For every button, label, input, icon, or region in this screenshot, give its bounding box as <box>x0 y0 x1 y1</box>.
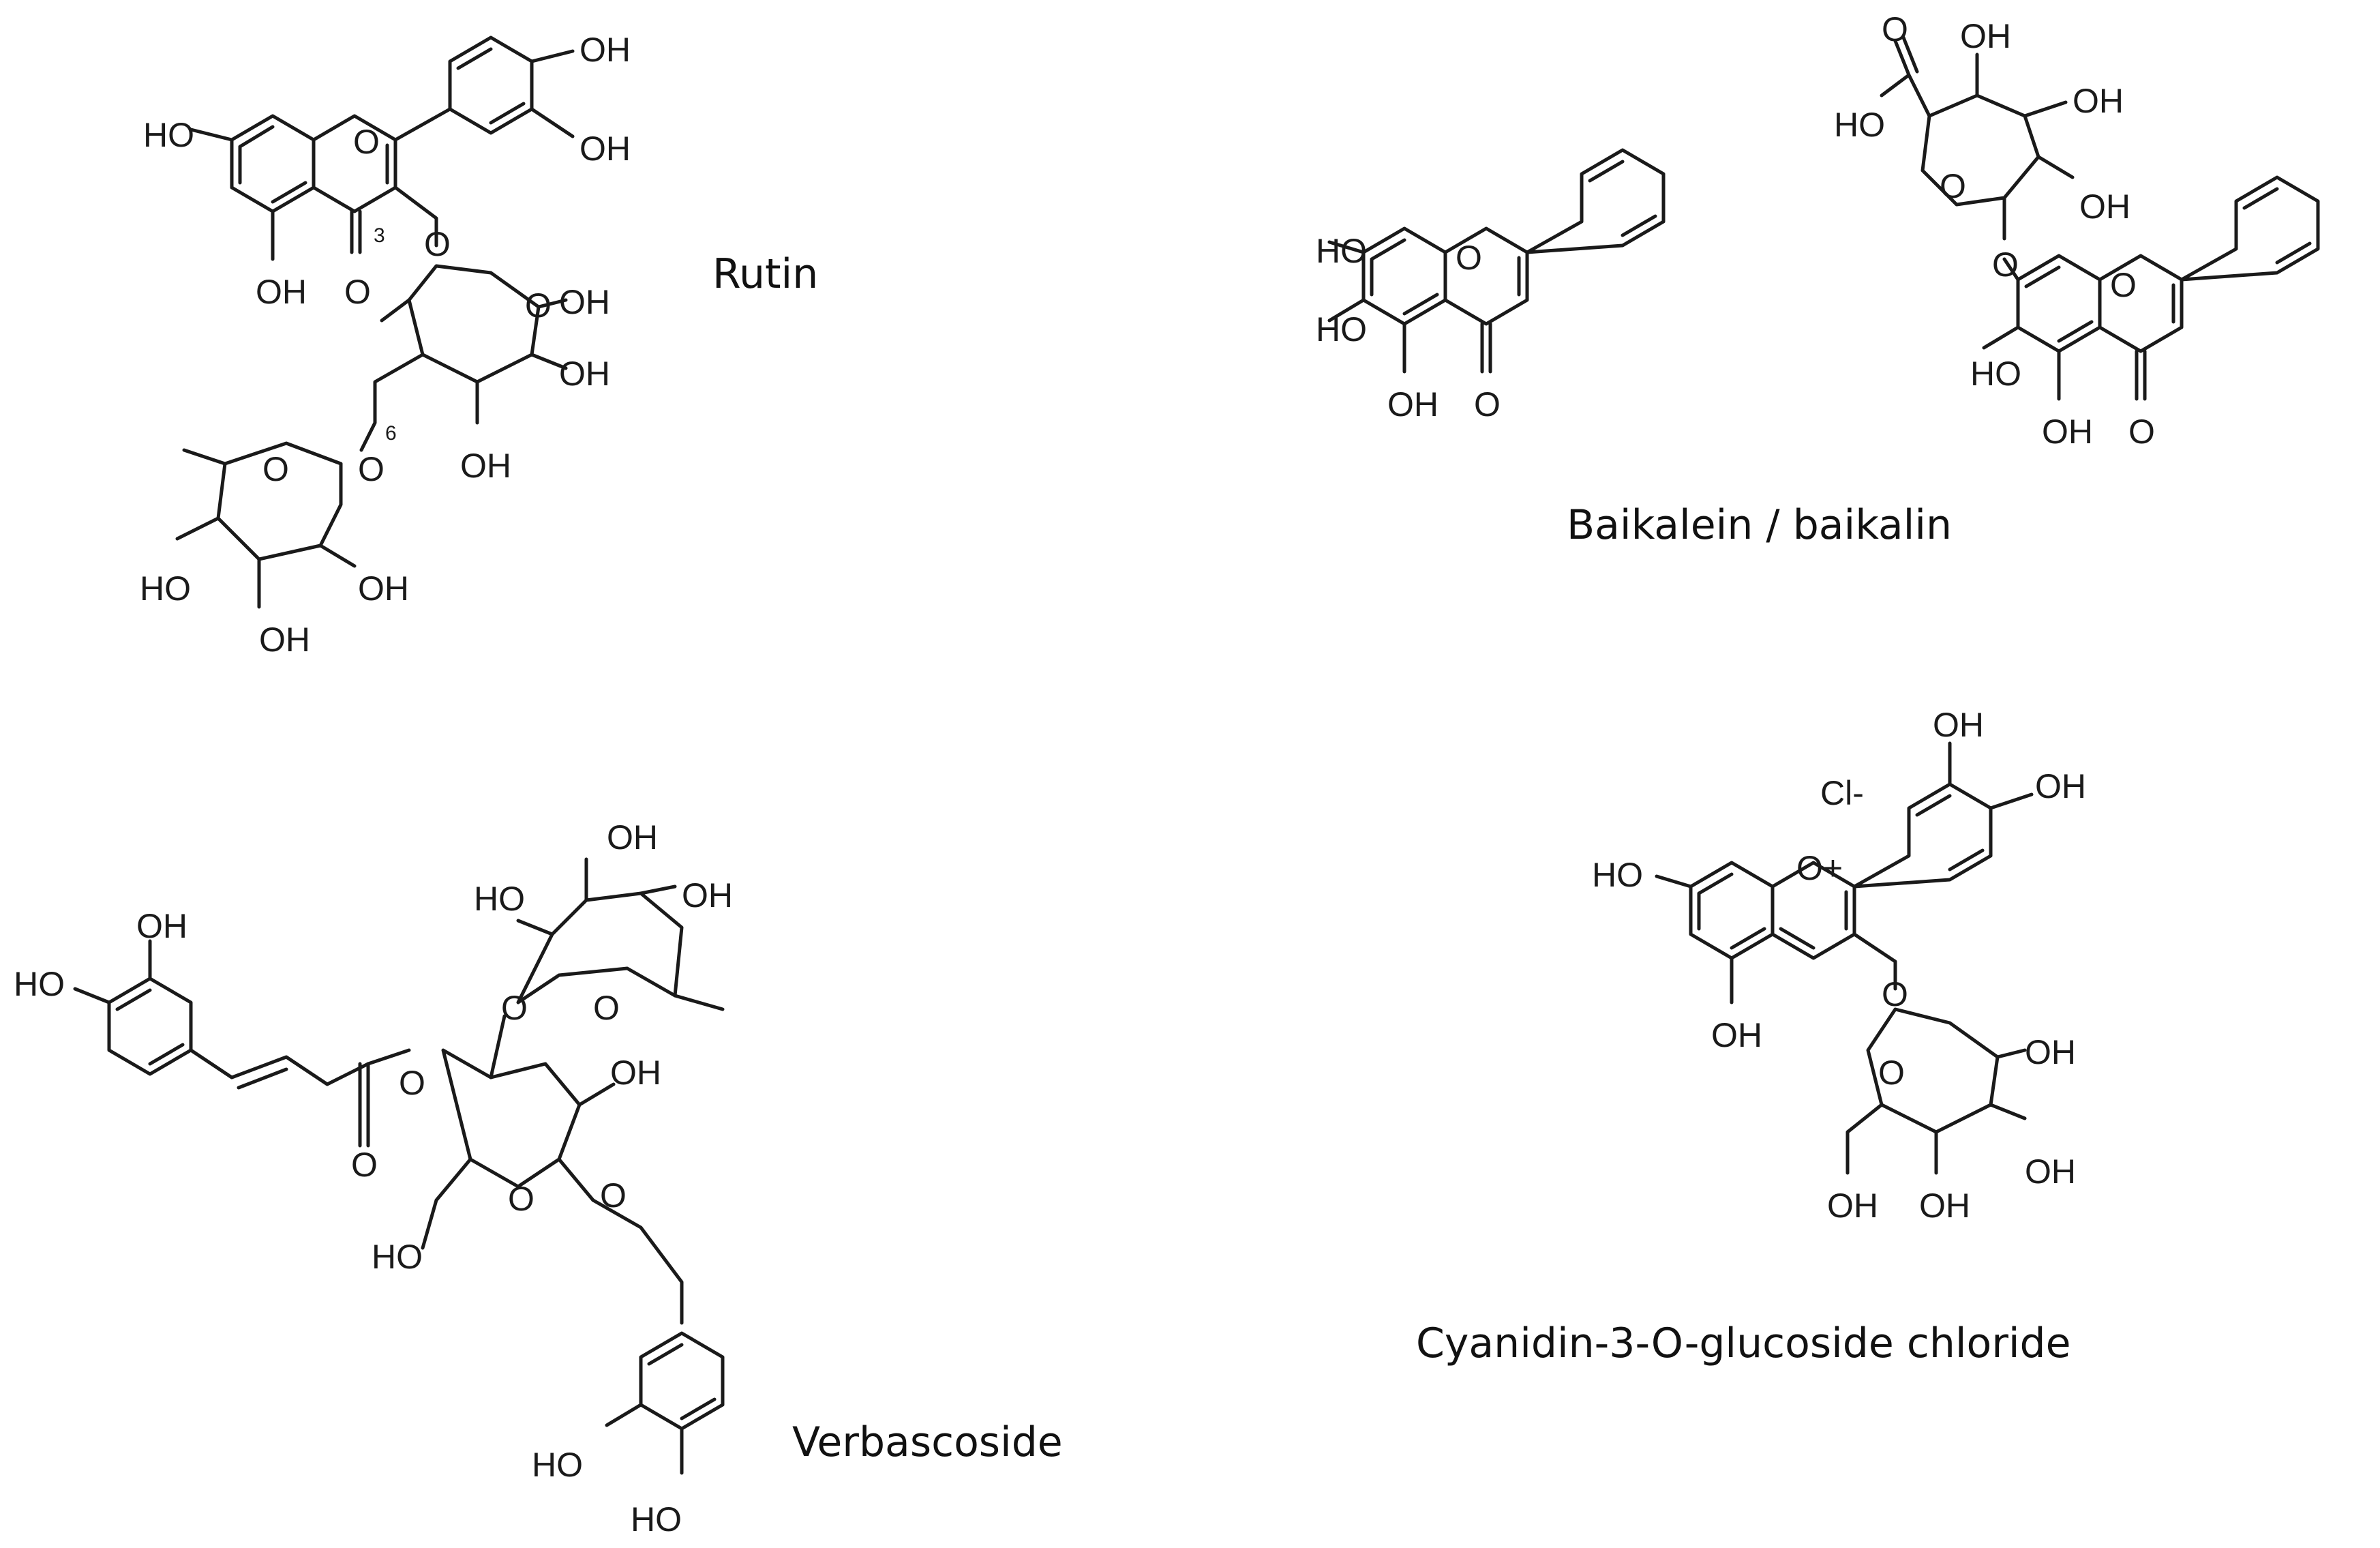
cyanidin-3-o: O <box>1882 975 1908 1013</box>
verbascoside-ho-left: HO <box>14 965 65 1003</box>
rutin-glc-oh3: OH <box>559 355 610 393</box>
rutin-glc-ring-o: O <box>525 286 552 325</box>
baicalin-structure: O HO OH OH OH O O O HO OH O Baikalein / … <box>1567 10 2320 549</box>
cyanidin-glc-oh3: OH <box>2025 1152 2076 1191</box>
rutin-3-o: O <box>424 225 451 263</box>
cyanidin-glc-oh4: OH <box>1919 1187 1970 1225</box>
rutin-rha-oh: OH <box>358 569 409 608</box>
verbascoside-glc-oh: OH <box>610 1054 661 1092</box>
verbascoside-rha-ho: HO <box>474 880 525 918</box>
baicalein-ring-o: O <box>1456 239 1482 277</box>
verbascoside-ester-o: O <box>399 1064 425 1102</box>
verbascoside-carbonyl-o: O <box>351 1146 378 1184</box>
cyanidin-oh-b3: OH <box>1933 706 1984 744</box>
rutin-oh-a5: OH <box>256 273 307 311</box>
cyanidin-ho-7: HO <box>1592 856 1643 894</box>
cyanidin-glc-oh6: OH <box>1827 1187 1878 1225</box>
rutin-glc-oh2: OH <box>559 283 610 321</box>
verbascoside-glc-ring-o: O <box>508 1180 534 1218</box>
rutin-rha-ho: HO <box>140 569 191 608</box>
baicalin-oh-lower: OH <box>2079 188 2130 226</box>
baicalin-ring-o: O <box>1940 167 1966 205</box>
cyanidin-cl-minus: Cl- <box>1820 774 1864 812</box>
baicalin-oh-top: OH <box>1960 17 2011 55</box>
baicalin-glycosidic-o: O <box>1992 245 2019 284</box>
cyanidin-oh-5: OH <box>1711 1016 1762 1054</box>
baicalein-caption: Baikalein / baikalin <box>1567 501 1952 549</box>
baicalein-ho-7: HO <box>1316 232 1367 270</box>
baicalin-flavone-ring-o: O <box>2110 266 2137 304</box>
rutin-o-ring: O <box>353 123 380 161</box>
baicalein-carbonyl-o: O <box>1474 385 1501 423</box>
cyanidin-o-plus: O+ <box>1796 849 1843 887</box>
cyanidin-glc-oh2: OH <box>2025 1033 2076 1071</box>
cyanidin-structure: OH OH Cl- O+ HO OH O O OH OH OH OH Cyani… <box>1416 706 2086 1367</box>
rutin-6-o: O <box>358 450 385 488</box>
rutin-oh-b3: OH <box>579 130 631 168</box>
verbascoside-caption: Verbascoside <box>792 1418 1063 1466</box>
rutin-structure: HO O OH OH OH O 3 O O OH OH OH 6 O O HO … <box>140 31 818 659</box>
rutin-caption: Rutin <box>712 250 818 298</box>
rutin-rha-oh-bottom: OH <box>259 621 310 659</box>
rutin-glc-oh4: OH <box>460 447 511 485</box>
baicalin-oh-right: OH <box>2073 82 2124 120</box>
rutin-ho-a7: HO <box>143 116 194 154</box>
verbascoside-rha-oh-top: OH <box>607 818 658 857</box>
cyanidin-caption: Cyanidin-3-O-glucoside chloride <box>1416 1320 2071 1367</box>
verbascoside-oh-top: OH <box>136 907 187 945</box>
verbascoside-ho-ch2: HO <box>372 1238 423 1276</box>
verbascoside-structure: OH HO O O O OH O HO O O HO OH OH HO HO V… <box>14 818 1063 1538</box>
rutin-oh-b4: OH <box>579 31 631 69</box>
rutin-rha-ring-o: O <box>262 450 289 488</box>
baicalin-carbonyl-o: O <box>2128 413 2155 451</box>
baicalein-oh-5: OH <box>1387 385 1438 423</box>
baicalin-acid-o: O <box>1882 10 1908 48</box>
baicalein-ho-6: HO <box>1316 310 1367 348</box>
rutin-carbonyl-o: O <box>344 273 371 311</box>
rutin-position-6: 6 <box>385 422 397 445</box>
rutin-position-3: 3 <box>374 224 385 247</box>
verbascoside-ho-lower: HO <box>532 1446 583 1484</box>
cyanidin-glc-ring-o: O <box>1878 1054 1905 1092</box>
cyanidin-oh-b4: OH <box>2035 767 2086 805</box>
baicalin-acid-ho: HO <box>1834 106 1885 144</box>
verbascoside-rha-ring-o: O <box>593 989 620 1027</box>
verbascoside-rha-link-o: O <box>501 989 528 1027</box>
baicalein-structure: HO HO O OH O <box>1316 148 1666 423</box>
baicalin-ho-6: HO <box>1970 355 2021 393</box>
verbascoside-ho-bottom: HO <box>631 1500 682 1538</box>
baicalin-oh-5: OH <box>2042 413 2093 451</box>
verbascoside-rha-oh-right: OH <box>682 876 733 914</box>
verbascoside-glycosidic-o: O <box>600 1176 627 1215</box>
